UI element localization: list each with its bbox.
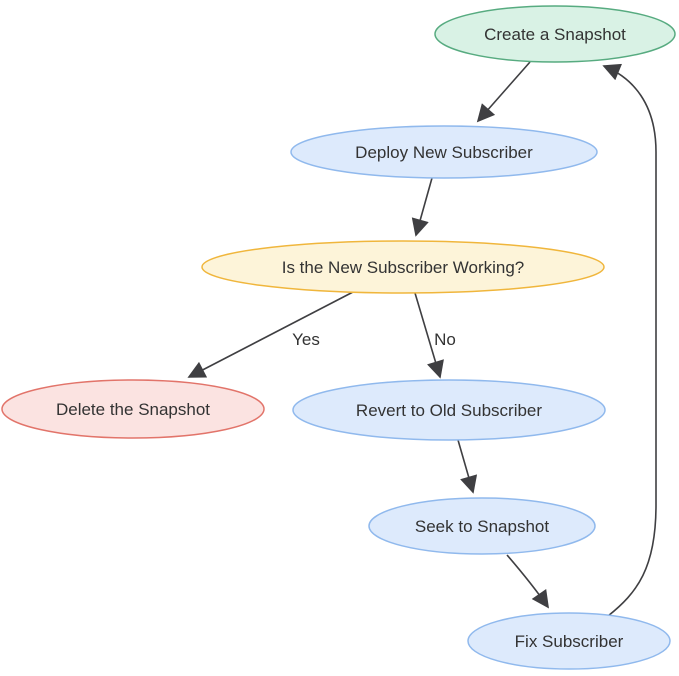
edge-seek-to-fix xyxy=(506,554,550,609)
node-revert-to-old-subscriber-label: Revert to Old Subscriber xyxy=(356,401,542,420)
node-is-new-subscriber-working-label: Is the New Subscriber Working? xyxy=(282,258,525,277)
edge-working-to-delete xyxy=(187,291,354,378)
node-is-new-subscriber-working: Is the New Subscriber Working? xyxy=(201,240,605,294)
edge-fix-to-create-loop xyxy=(602,63,657,617)
node-seek-to-snapshot: Seek to Snapshot xyxy=(368,497,596,555)
node-deploy-new-subscriber-shape xyxy=(290,125,598,179)
node-deploy-new-subscriber-label: Deploy New Subscriber xyxy=(355,143,533,162)
node-create-snapshot-shape xyxy=(434,5,676,63)
node-create-snapshot-label: Create a Snapshot xyxy=(484,25,626,44)
node-fix-subscriber-label: Fix Subscriber xyxy=(515,632,624,651)
edge-working-to-revert xyxy=(414,292,444,379)
node-fix-subscriber: Fix Subscriber xyxy=(467,612,671,670)
node-deploy-new-subscriber: Deploy New Subscriber xyxy=(290,125,598,179)
node-seek-to-snapshot-label: Seek to Snapshot xyxy=(415,517,549,536)
edge-deploy-to-working xyxy=(411,177,433,237)
node-delete-the-snapshot-label: Delete the Snapshot xyxy=(56,400,210,419)
node-delete-the-snapshot-shape xyxy=(1,379,265,439)
node-revert-to-old-subscriber: Revert to Old Subscriber xyxy=(292,379,606,441)
edge-label-yes: Yes xyxy=(292,330,320,349)
edge-revert-to-seek xyxy=(457,439,478,494)
edges-layer xyxy=(187,61,657,617)
edge-label-no: No xyxy=(434,330,456,349)
node-create-snapshot: Create a Snapshot xyxy=(434,5,676,63)
node-delete-the-snapshot: Delete the Snapshot xyxy=(1,379,265,439)
node-is-new-subscriber-working-shape xyxy=(201,240,605,294)
edge-create-to-deploy xyxy=(476,61,531,123)
node-seek-to-snapshot-shape xyxy=(368,497,596,555)
node-fix-subscriber-shape xyxy=(467,612,671,670)
node-revert-to-old-subscriber-shape xyxy=(292,379,606,441)
